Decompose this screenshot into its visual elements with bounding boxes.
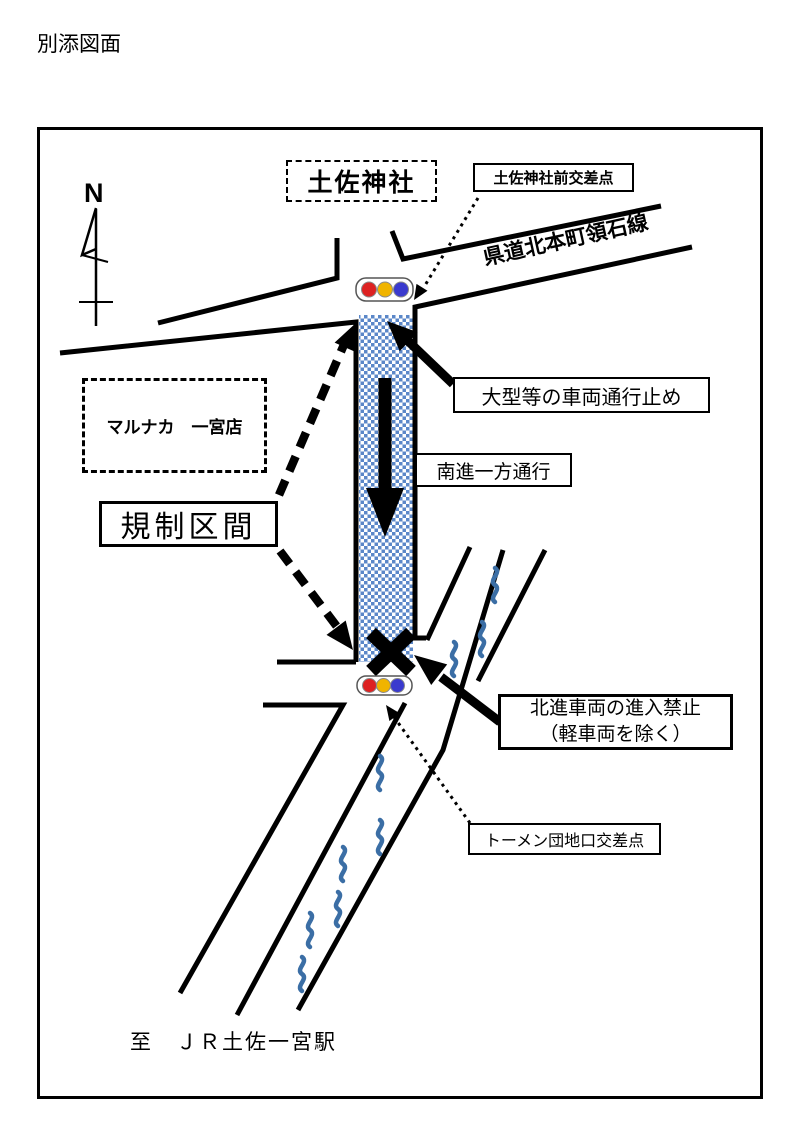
river-marks <box>297 565 500 994</box>
regulated-section-pointer-south-icon <box>276 548 353 650</box>
southbound-one-way-arrow-icon <box>366 378 404 537</box>
no-entry-x-icon <box>366 627 416 677</box>
tomen-intersection-pointer-icon <box>386 705 472 824</box>
road-lines <box>59 203 693 1017</box>
regulated-section-pointer-north-icon <box>275 322 357 497</box>
tomen-intersection-label-box: トーメン団地口交差点 <box>468 823 661 855</box>
traffic-signal-icon-south <box>356 675 413 696</box>
attachment-title: 別添図面 <box>37 32 121 56</box>
no-entry-line2: （軽車両を除く） <box>539 724 692 745</box>
no-entry-label-box: 北進車両の進入禁止 （軽車両を除く） <box>498 694 733 750</box>
to-station-label: 至 ＪＲ土佐一宮駅 <box>130 1030 337 1054</box>
store-label-box: マルナカ 一宮店 <box>82 378 267 473</box>
traffic-signal-icon-north <box>355 277 414 302</box>
no-entry-arrow-icon <box>414 655 503 726</box>
large-vehicle-ban-arrow-icon <box>387 321 457 388</box>
north-arrow-icon <box>79 207 113 326</box>
shrine-intersection-label-box: 土佐神社前交差点 <box>473 163 634 192</box>
large-vehicle-ban-label-box: 大型等の車両通行止め <box>453 377 710 413</box>
no-entry-line1: 北進車両の進入禁止 <box>529 698 701 720</box>
regulated-section-label-box: 規制区間 <box>99 501 278 547</box>
shrine-intersection-pointer-icon <box>414 197 480 300</box>
compass-north-label: N <box>84 178 104 208</box>
map-border <box>37 127 763 1099</box>
one-way-south-label-box: 南進一方通行 <box>415 453 572 487</box>
shrine-label-box: 土佐神社 <box>286 160 437 202</box>
